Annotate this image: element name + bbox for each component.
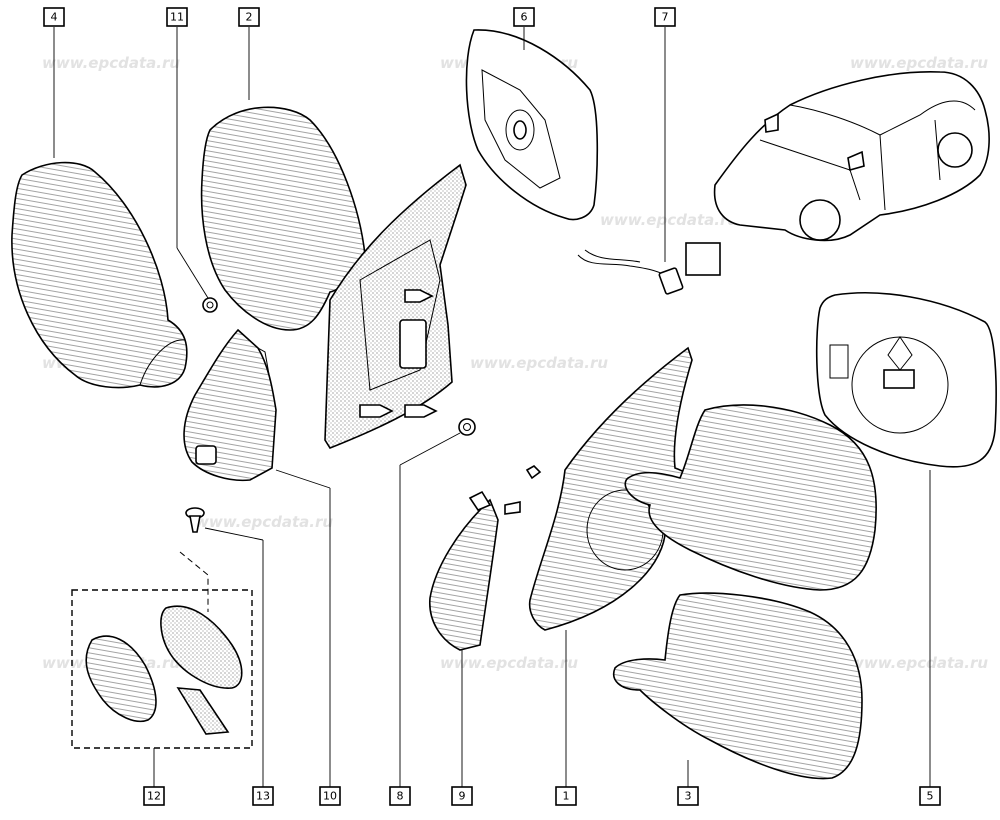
callout-12: 12 <box>143 786 165 806</box>
watermark-9: www.epcdata.ru <box>440 654 578 672</box>
part-8-nut <box>458 418 476 436</box>
callout-11: 11 <box>166 7 188 27</box>
callout-7: 7 <box>654 7 676 27</box>
callout-8: 8 <box>389 786 411 806</box>
part-5-mirror-glass <box>815 292 997 468</box>
callout-4: 4 <box>43 7 65 27</box>
svg-text:9: 9 <box>459 790 466 803</box>
svg-text:3: 3 <box>685 790 692 803</box>
part-2-mirror-cover-middle <box>200 106 366 331</box>
watermark-3: www.epcdata.ru <box>850 54 988 72</box>
svg-text:7: 7 <box>662 11 669 24</box>
callouts: 4 11 2 6 7 12 13 10 8 9 1 3 5 <box>43 7 941 806</box>
part-3-mirror-cover <box>613 592 863 780</box>
callout-5: 5 <box>919 786 941 806</box>
part-12-repair-kit <box>71 551 253 749</box>
callout-1: 1 <box>555 786 577 806</box>
svg-text:11: 11 <box>170 11 184 24</box>
callout-3: 3 <box>677 786 699 806</box>
part-1-mirror-body <box>525 346 696 631</box>
part-6-mirror-glass <box>465 29 599 221</box>
svg-text:12: 12 <box>147 790 161 803</box>
svg-text:5: 5 <box>927 790 934 803</box>
part-11-nut <box>202 297 218 313</box>
svg-text:13: 13 <box>256 790 270 803</box>
svg-text:4: 4 <box>51 11 58 24</box>
part-10-mirror-base <box>183 328 277 482</box>
svg-text:2: 2 <box>246 11 253 24</box>
callout-9: 9 <box>451 786 473 806</box>
callout-13: 13 <box>252 786 274 806</box>
part-13-screw <box>185 507 205 533</box>
part-frame-plate <box>324 163 467 449</box>
part-4-mirror-cover-left <box>11 161 188 389</box>
car-illustration <box>713 71 990 242</box>
watermark-7: www.epcdata.ru <box>600 211 738 229</box>
watermark-10: www.epcdata.ru <box>850 654 988 672</box>
watermark-1: www.epcdata.ru <box>42 54 180 72</box>
part-9-cap <box>429 490 521 651</box>
part-1-mirror-housing <box>624 404 877 591</box>
svg-text:1: 1 <box>563 790 570 803</box>
leader-lines <box>53 27 931 787</box>
watermark-6: www.epcdata.ru <box>195 513 333 531</box>
callout-10: 10 <box>319 786 341 806</box>
svg-text:8: 8 <box>397 790 404 803</box>
watermark-5: www.epcdata.ru <box>470 354 608 372</box>
part-7-cable-harness <box>577 242 721 295</box>
callout-6: 6 <box>513 7 535 27</box>
callout-2: 2 <box>238 7 260 27</box>
svg-text:10: 10 <box>323 790 337 803</box>
svg-text:6: 6 <box>521 11 528 24</box>
